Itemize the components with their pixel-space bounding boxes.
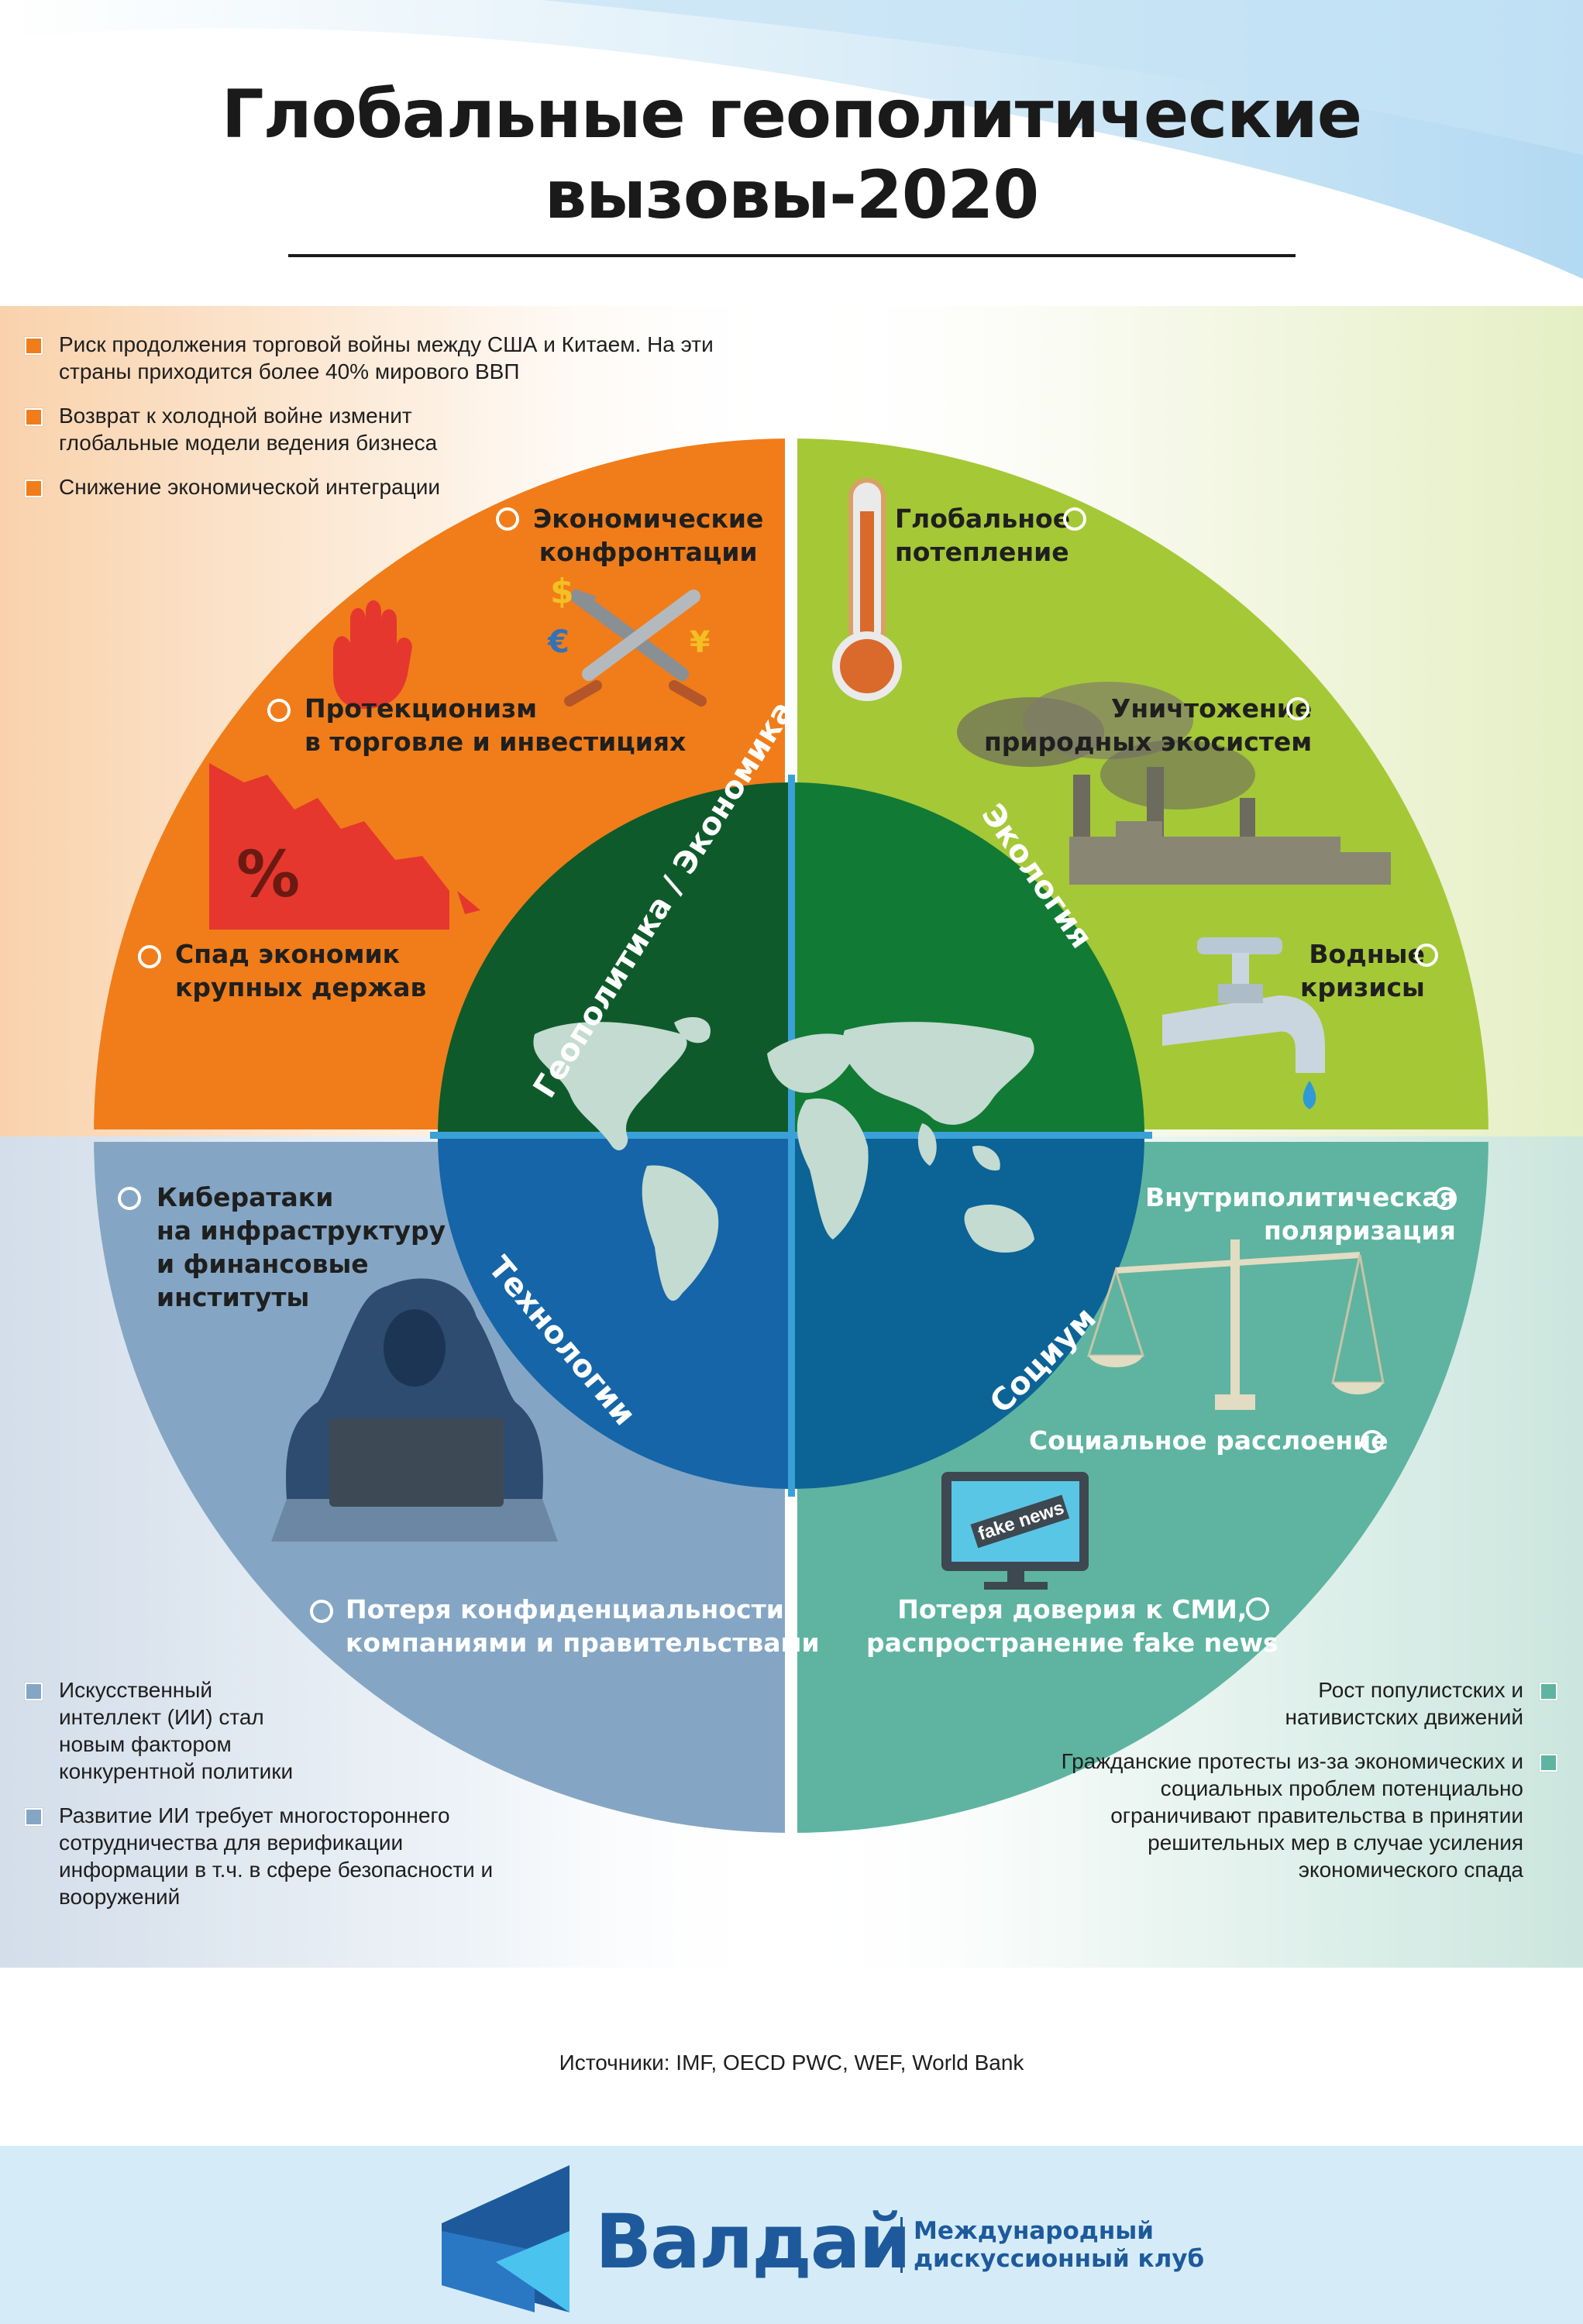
page-subtitle: вызовы-2020 <box>544 156 1040 234</box>
challenge-marker-icon <box>1246 1597 1269 1621</box>
challenge-marker-icon <box>267 699 291 722</box>
note-item: Риск продолжения торговой войны между СШ… <box>25 331 722 385</box>
challenge-marker-icon <box>1063 507 1086 531</box>
challenge-marker-icon <box>1433 1187 1457 1210</box>
page-title: Глобальные геополитические <box>221 76 1362 153</box>
hacker-icon <box>271 1278 558 1542</box>
title-underline <box>288 254 1296 257</box>
bullet-square-icon <box>25 1808 43 1826</box>
euro-icon: € <box>548 624 570 660</box>
challenge-marker-icon <box>1361 1430 1384 1453</box>
percent-chart-icon <box>209 763 480 930</box>
bullet-square-icon <box>25 1683 43 1700</box>
challenge-marker-icon <box>118 1187 141 1210</box>
valdai-logo-icon <box>442 2165 570 2312</box>
geo-econ-notes: Риск продолжения торговой войны между СШ… <box>25 331 722 517</box>
swords-icon <box>564 589 707 706</box>
bullet-square-icon <box>1540 1683 1557 1700</box>
challenge-marker-icon <box>1286 697 1309 720</box>
percent-icon: % <box>236 838 301 912</box>
note-item: Искусственный интеллект (ИИ) стал новым … <box>25 1676 536 1785</box>
hand-stop-icon <box>333 600 412 709</box>
challenge-marker-icon <box>310 1600 333 1623</box>
challenge-marker-icon <box>138 945 161 968</box>
note-item: Снижение экономической интеграции <box>25 473 722 500</box>
challenge-marker-icon <box>1415 944 1438 967</box>
challenge-media-trust: Потеря доверия к СМИ,распространение fak… <box>866 1594 1278 1658</box>
dollar-icon: $ <box>550 572 574 611</box>
scales-icon <box>1086 1239 1385 1410</box>
inner-geo <box>438 782 791 1136</box>
challenge-marker-icon <box>496 507 519 531</box>
bullet-square-icon <box>1540 1754 1557 1772</box>
yen-icon: ¥ <box>690 625 711 659</box>
thermometer-icon <box>832 478 902 701</box>
note-item: Гражданские протесты из-за экономических… <box>1023 1748 1557 1883</box>
sources-text: Источники: IMF, OECD PWC, WEF, World Ban… <box>559 2051 1024 2075</box>
divider-v <box>788 775 795 1497</box>
top-wave-2 <box>542 0 1583 155</box>
bullet-square-icon <box>25 480 43 497</box>
tech-notes: Искусственный интеллект (ИИ) стал новым … <box>25 1676 536 1927</box>
bullet-square-icon <box>25 408 43 426</box>
bullet-square-icon <box>25 337 43 355</box>
society-notes: Рост популистских и нативистских движени… <box>1023 1676 1557 1900</box>
note-item: Рост популистских и нативистских движени… <box>1023 1676 1557 1731</box>
faucet-icon <box>1162 937 1325 1109</box>
brand-name: Валдай <box>595 2199 911 2285</box>
inner-tech <box>791 1136 1144 1489</box>
footer-band <box>0 2146 1583 2324</box>
note-item: Развитие ИИ требует многостороннего сотр… <box>25 1802 536 1910</box>
note-item: Возврат к холодной войне изменит глобаль… <box>25 402 722 456</box>
fake-news-badge <box>970 1494 1070 1549</box>
world-map <box>533 1016 1034 1301</box>
challenge-stratification: Социальное расслоение <box>1029 1425 1389 1456</box>
factory-icon <box>957 682 1391 885</box>
